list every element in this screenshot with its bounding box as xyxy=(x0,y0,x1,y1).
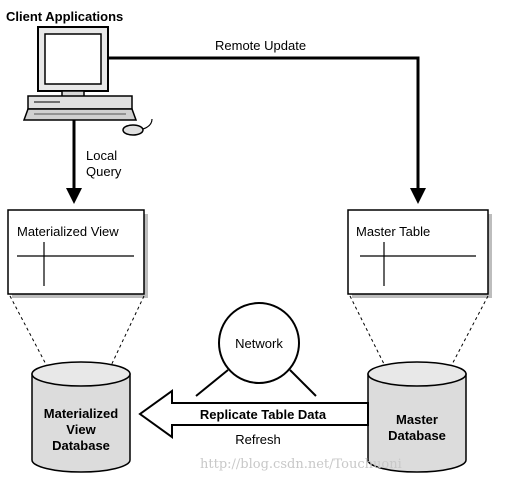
local-query-label-line1: Local xyxy=(86,148,117,163)
mv-database-label-line3: Database xyxy=(52,438,110,453)
master-database-label-line2: Database xyxy=(388,428,446,443)
remote-update-arrow xyxy=(108,56,426,204)
client-applications-label: Client Applications xyxy=(6,9,123,24)
mv-database-label-line1: Materialized xyxy=(44,406,118,421)
local-query-arrow xyxy=(66,120,82,204)
local-query-label-line2: Query xyxy=(86,164,122,179)
network-label: Network xyxy=(235,336,283,351)
materialized-view-label: Materialized View xyxy=(17,224,119,239)
materialized-view-box xyxy=(7,209,148,298)
materialized-view-database-cylinder xyxy=(31,361,131,473)
network-node xyxy=(218,302,300,384)
network-links xyxy=(195,369,317,397)
replicate-refresh-arrow xyxy=(138,389,369,439)
refresh-label: Refresh xyxy=(235,432,281,447)
master-table-label: Master Table xyxy=(356,224,430,239)
watermark-text: http://blog.csdn.net/Touchuoni xyxy=(200,457,402,472)
client-computer-icon xyxy=(22,26,153,136)
master-table-box xyxy=(347,209,492,298)
dashed-projection-lines xyxy=(9,295,489,373)
master-database-cylinder xyxy=(367,361,467,473)
replicate-table-data-label: Replicate Table Data xyxy=(200,407,327,422)
remote-update-label: Remote Update xyxy=(215,38,306,53)
mv-database-label-line2: View xyxy=(66,422,96,437)
master-database-label-line1: Master xyxy=(396,412,438,427)
